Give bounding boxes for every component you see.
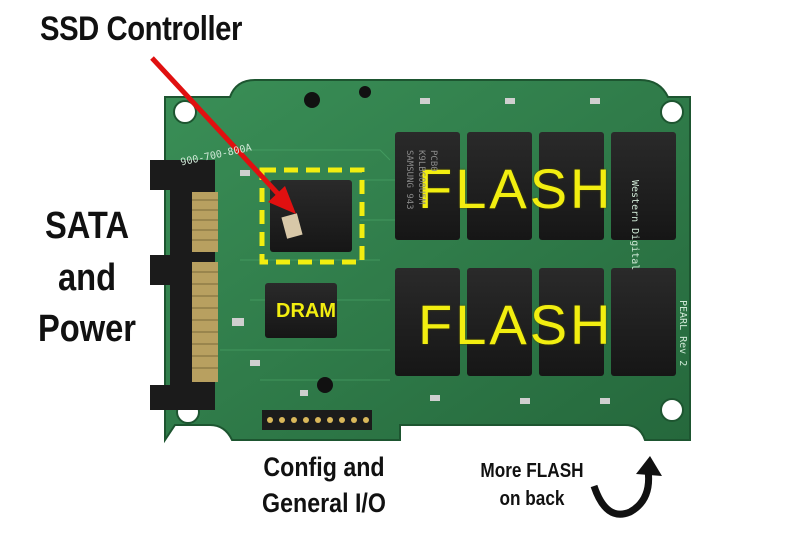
dram-label: DRAM	[276, 300, 336, 322]
flash-chip-grid	[395, 132, 676, 376]
config-label-line2: General I/O	[262, 488, 386, 518]
sata-label-line2: and	[57, 257, 117, 299]
more-flash-label-line2: on back	[499, 488, 565, 510]
sata-label-line1: SATA	[44, 205, 130, 247]
config-header-pins	[262, 410, 372, 430]
sata-connector	[150, 160, 218, 410]
flash-label-top: FLASH	[418, 157, 614, 220]
ssd-controller-label: SSD Controller	[40, 10, 242, 48]
curved-arrow-head	[636, 456, 662, 476]
chip-text-line3: PCB0	[428, 150, 438, 172]
dram-chip	[265, 283, 337, 338]
chip-text-line1: SAMSUNG 943	[404, 150, 414, 210]
chip-text-line2: K9LBG08U5M	[416, 150, 426, 205]
sata-label-line3: Power	[37, 308, 137, 350]
controller-highlight-box	[259, 167, 365, 265]
more-flash-label-line1: More FLASH	[480, 460, 584, 482]
model-marking: PEARL Rev 2	[677, 300, 688, 367]
flash-label-bottom: FLASH	[418, 293, 614, 356]
brand-marking: Western Digital	[629, 180, 640, 271]
curved-arrow-icon	[590, 469, 653, 518]
red-arrow-icon	[150, 56, 296, 214]
config-label-line1: Config and	[263, 452, 385, 482]
